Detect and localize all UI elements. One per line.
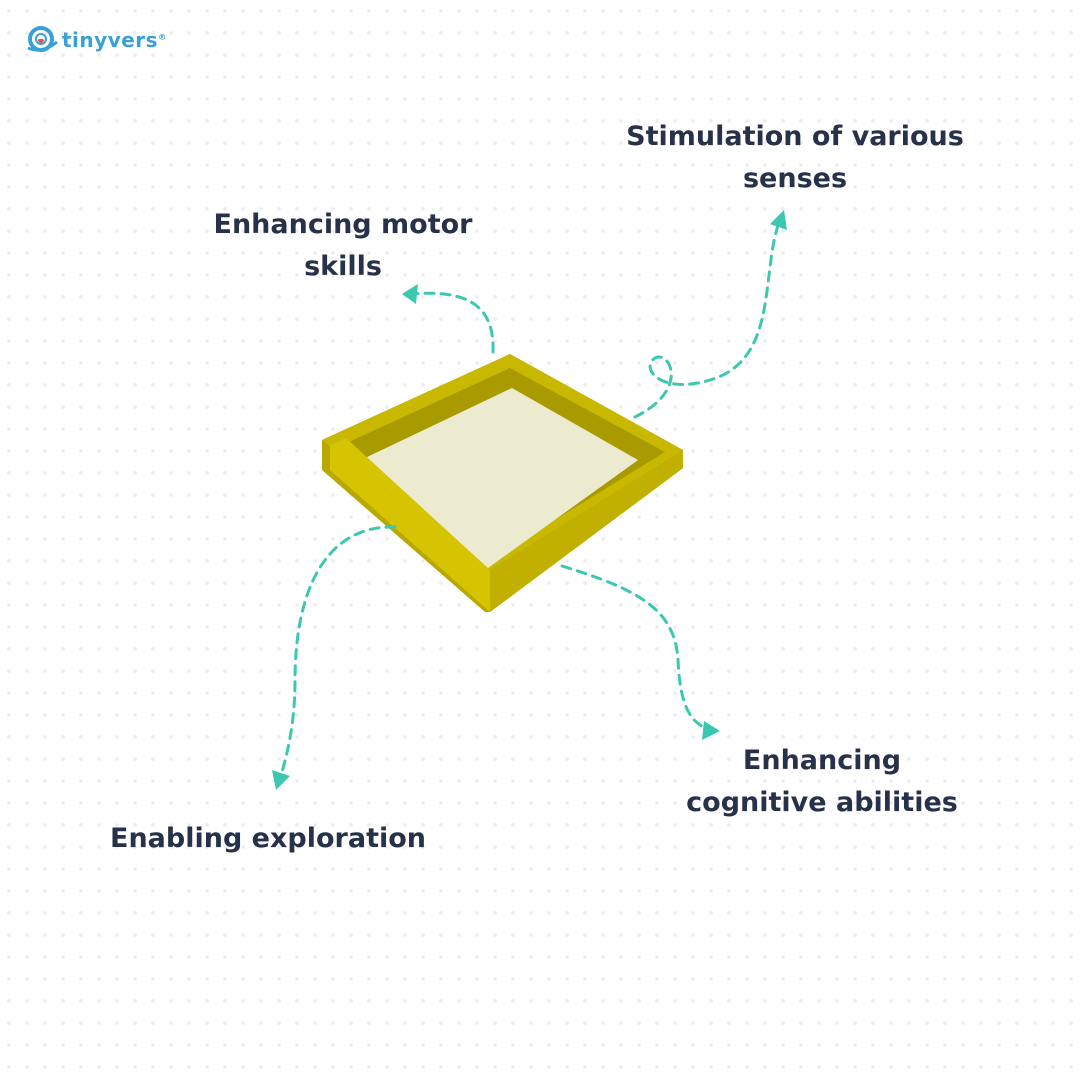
arrow-exploration xyxy=(278,525,397,782)
label-motor-skills: Enhancing motor skills xyxy=(213,209,473,282)
label-cognitive: Enhancing cognitive abilities xyxy=(686,745,958,818)
tray-image xyxy=(322,354,683,612)
arrowhead-cognitive xyxy=(702,721,720,740)
logo-icon xyxy=(27,26,58,52)
arrow-senses xyxy=(633,218,782,419)
arrow-cognitive xyxy=(560,564,714,732)
arrowhead-senses xyxy=(770,210,787,230)
arrowhead-exploration xyxy=(272,770,290,790)
arrowhead-motor xyxy=(402,284,418,304)
label-senses: Stimulation of various senses xyxy=(626,121,964,194)
label-exploration: Enabling exploration xyxy=(110,823,426,854)
arrow-motor xyxy=(408,291,495,354)
brand-logo: tinyvers® xyxy=(26,26,167,54)
brand-name: tinyvers® xyxy=(62,28,167,52)
